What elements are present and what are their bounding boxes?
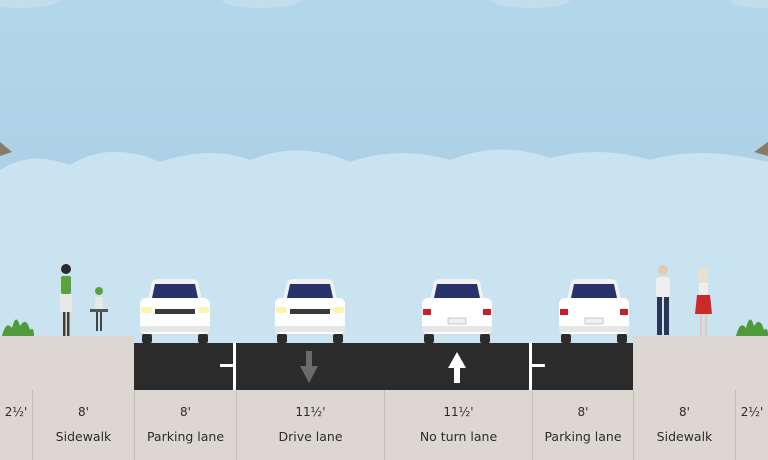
segment-width: 2½' bbox=[740, 405, 764, 419]
roadway bbox=[134, 343, 633, 390]
segment-name: Sidewalk bbox=[656, 429, 713, 444]
segment-labels: 2½' 8' Sidewalk 8' Parking lane 11½' Drive lan… bbox=[0, 390, 768, 460]
cloud-bank bbox=[0, 149, 768, 345]
segment-8: 2½' bbox=[735, 390, 768, 460]
pedestrian-man-right bbox=[656, 265, 670, 335]
cloud-bank-top bbox=[0, 0, 768, 8]
segment-2: 8' Sidewalk bbox=[32, 390, 134, 460]
left-sidewalk bbox=[0, 336, 134, 390]
segment-name: Drive lane bbox=[278, 429, 343, 444]
drive-lane-arrow-down-icon bbox=[300, 351, 318, 383]
segment-6: 8' Parking lane bbox=[532, 390, 633, 460]
segment-width: 8' bbox=[78, 405, 89, 419]
cyclist-child-left bbox=[90, 287, 108, 331]
left-building-eave bbox=[0, 142, 12, 156]
pedestrian-woman-right bbox=[695, 267, 712, 336]
segment-1: 2½' bbox=[0, 390, 32, 460]
pedestrian-woman-left bbox=[60, 264, 72, 336]
segment-name: Parking lane bbox=[146, 429, 225, 444]
segment-name: Parking lane bbox=[544, 429, 622, 444]
segment-7: 8' Sidewalk bbox=[633, 390, 735, 460]
segment-name: No turn lane bbox=[419, 429, 498, 444]
parking-tick-left bbox=[220, 364, 233, 367]
right-building-eave bbox=[754, 142, 768, 156]
car-rear-3 bbox=[422, 279, 492, 343]
right-plant-icon bbox=[736, 319, 768, 336]
no-turn-lane-arrow-up-icon bbox=[448, 352, 466, 383]
car-front-2 bbox=[275, 279, 345, 343]
right-sidewalk bbox=[633, 336, 768, 390]
lane-line-left bbox=[233, 343, 236, 390]
segment-width: 8' bbox=[679, 405, 690, 419]
segment-width: 2½' bbox=[4, 405, 28, 419]
lane-line-right bbox=[529, 343, 532, 390]
street-scene bbox=[0, 0, 768, 390]
segment-4: 11½' Drive lane bbox=[236, 390, 384, 460]
segment-5: 11½' No turn lane bbox=[384, 390, 532, 460]
segment-name: Sidewalk bbox=[55, 429, 112, 444]
segment-width: 11½' bbox=[443, 405, 474, 419]
car-front-1 bbox=[140, 279, 210, 343]
car-rear-4 bbox=[559, 279, 629, 343]
segment-width: 8' bbox=[577, 405, 589, 419]
segment-width: 11½' bbox=[295, 405, 326, 419]
left-plant-icon bbox=[2, 319, 34, 336]
segment-width: 8' bbox=[180, 405, 191, 419]
segment-3: 8' Parking lane bbox=[134, 390, 236, 460]
parking-tick-right bbox=[532, 364, 545, 367]
